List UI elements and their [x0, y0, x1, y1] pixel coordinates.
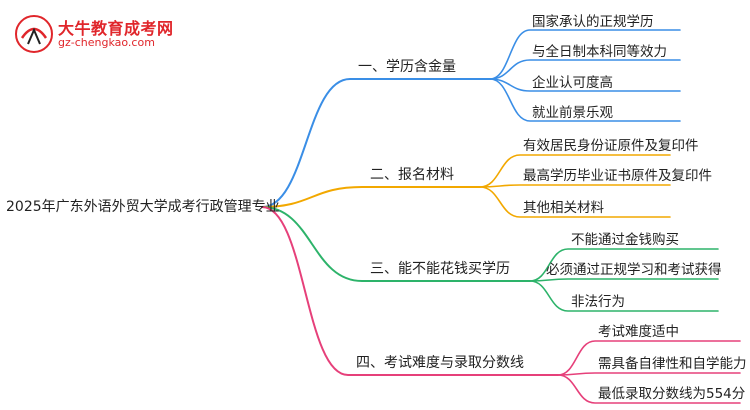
branch-2-label: 二、报名材料 [370, 167, 454, 183]
leaf-1-1: 国家承认的正规学历 [532, 14, 654, 30]
leaf-4-2-connector [557, 372, 741, 376]
leaf-4-1: 考试难度适中 [598, 324, 679, 340]
leaf-2-3: 其他相关材料 [523, 200, 604, 216]
branch-2-connector [261, 186, 481, 208]
branch-3-connector [261, 206, 531, 282]
leaf-4-2: 需具备自律性和自学能力 [598, 356, 747, 372]
leaf-3-1: 不能通过金钱购买 [571, 232, 679, 248]
leaf-1-4-connector [489, 78, 681, 122]
logo-title: 大牛教育成考网 [58, 19, 174, 38]
leaf-1-4: 就业前景乐观 [532, 105, 613, 121]
logo-mark-icon [15, 15, 53, 53]
site-logo: 大牛教育成考网 gz-chengkao.com [14, 14, 184, 54]
branch-1-connector [261, 78, 491, 208]
leaf-3-3-connector [529, 280, 719, 312]
branch-4-connector [261, 206, 559, 376]
leaf-1-3: 企业认可度高 [532, 75, 613, 91]
leaf-4-3-connector [557, 374, 741, 404]
leaf-4-3: 最低录取分数线为554分 [598, 386, 746, 402]
root-topic: 2025年广东外语外贸大学成考行政管理专业 [6, 199, 280, 215]
leaf-1-2: 与全日制本科同等效力 [532, 44, 667, 60]
leaf-3-1-connector [529, 248, 719, 282]
leaf-2-2: 最高学历毕业证书原件及复印件 [523, 168, 712, 184]
leaf-3-2: 必须通过正规学习和考试获得 [546, 262, 722, 278]
leaf-3-2-connector [529, 278, 719, 282]
leaf-1-1-connector [489, 29, 681, 80]
branch-4-label: 四、考试难度与录取分数线 [356, 355, 524, 371]
branch-1-label: 一、学历含金量 [358, 59, 456, 75]
leaf-2-2-connector [479, 184, 671, 188]
leaf-3-3: 非法行为 [571, 294, 625, 310]
branch-3-label: 三、能不能花钱买学历 [370, 261, 510, 277]
leaf-2-1: 有效居民身份证原件及复印件 [523, 138, 699, 154]
leaf-4-1-connector [557, 340, 741, 376]
leaf-1-2-connector [489, 59, 681, 80]
leaf-2-3-connector [479, 186, 671, 218]
logo-url: gz-chengkao.com [58, 36, 155, 49]
leaf-2-1-connector [479, 154, 671, 188]
